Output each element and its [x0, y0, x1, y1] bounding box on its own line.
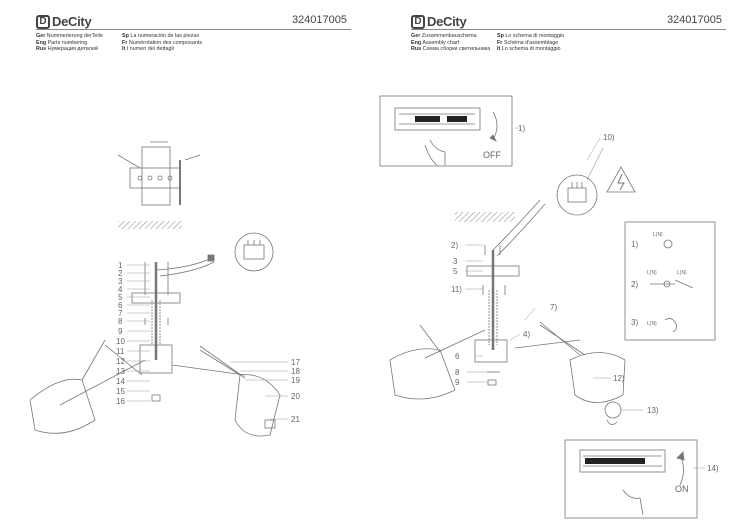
legend-line: Sp La numeración de las piezas	[122, 33, 200, 39]
canopy-assembly	[466, 199, 546, 386]
brand-logo: D DeCity	[411, 14, 467, 29]
part-number: 7	[118, 309, 123, 318]
off-label: OFF	[483, 150, 501, 160]
left-shade	[29, 339, 106, 434]
wiring-step-number: 3)	[631, 318, 638, 327]
switch-off-box	[379, 95, 513, 167]
parts-numbering-page: D DeCity 324017005 Ger Nummerierung derT…	[29, 14, 351, 437]
legend-line: Rus Схема сборки светильника	[411, 46, 491, 53]
step-label: 9	[455, 378, 460, 387]
step-label: 6	[455, 352, 460, 361]
wiring-label: L(N)	[653, 232, 663, 238]
right-arm-base	[171, 364, 246, 376]
wiring-label: L(N)	[647, 321, 657, 327]
part-number: 6	[118, 301, 123, 310]
on-label: ON	[675, 484, 689, 494]
part-number: 13	[116, 367, 125, 376]
leader-lines-left	[127, 264, 150, 402]
wiring-panel	[624, 221, 716, 341]
part-number: 4	[118, 285, 123, 294]
part-number: 20	[291, 392, 300, 401]
product-code: 324017005	[291, 14, 347, 26]
part-number: 2	[118, 269, 123, 278]
part-number: 1	[118, 261, 123, 270]
product-code: 324017005	[666, 14, 722, 26]
parts-diagram: 1 2 3 4 5 6 7 8 9 10 11 12 13 14 15 16 1…	[29, 141, 300, 437]
part-number: 18	[291, 367, 300, 376]
legend-line: It Lo schema di montaggio	[497, 46, 561, 53]
switch-on-box	[564, 439, 698, 519]
part-number: 21	[291, 415, 300, 424]
step-label: 11)	[451, 285, 462, 294]
header-divider	[36, 29, 351, 30]
warning-triangle-icon	[606, 166, 636, 193]
legend-line: Fr Numérotation des composants	[122, 39, 203, 46]
part-number: 3	[118, 277, 123, 286]
legend-line: Eng Assembly chart	[411, 39, 460, 46]
logo-text: DeCity	[427, 14, 467, 29]
legend-line: Ger Zusammenbauschema	[411, 33, 477, 39]
part-number: 11	[116, 347, 125, 356]
legend-line: Sp Lo schema di montaggio	[497, 33, 565, 39]
bracket-detail	[117, 141, 201, 206]
part-number: 14	[116, 377, 125, 386]
brand-logo: D DeCity	[36, 14, 92, 29]
step-label: 10)	[603, 133, 615, 142]
legend-line: Eng Parts numbering	[36, 39, 88, 46]
step-label: 2)	[451, 241, 458, 250]
assembly-diagram: 1) OFF 10) 2) 3 5 11) 7) 4) 6 8 9 12) 13…	[379, 95, 719, 519]
part-number: 5	[118, 293, 123, 302]
step-label: 3	[453, 257, 458, 266]
part-number: 9	[118, 327, 123, 336]
logo-mark: D	[36, 14, 50, 29]
legend-line: Rus Нумерация деталей	[36, 46, 98, 53]
step-label: 13)	[647, 406, 659, 415]
connector-bubble	[556, 147, 604, 216]
step-label: 5	[453, 267, 458, 276]
step-label: 12)	[613, 374, 625, 383]
wiring-label: L(N)	[677, 270, 687, 276]
left-arm	[59, 359, 146, 406]
connector-bubble	[234, 232, 274, 272]
part-number: 17	[291, 358, 300, 367]
part-number: 12	[116, 357, 125, 366]
part-number: 19	[291, 376, 300, 385]
logo-mark: D	[411, 14, 425, 29]
left-shade	[389, 324, 456, 400]
wiring-step-number: 2)	[631, 280, 638, 289]
logo-text: DeCity	[52, 14, 92, 29]
header-divider	[411, 29, 726, 30]
legend-line: Fr Schéma d'assemblage	[497, 39, 559, 46]
assembly-chart-page: D DeCity 324017005 Ger Zusammenbauschema…	[375, 0, 750, 530]
part-number: 16	[116, 397, 125, 406]
step-label: 8	[455, 368, 460, 377]
ceiling-hatch	[455, 212, 515, 222]
part-number: 10	[116, 337, 125, 346]
leader-lines-right	[230, 361, 288, 420]
step-label: 14)	[707, 464, 719, 473]
step-label: 4)	[523, 330, 530, 339]
canopy	[131, 254, 215, 402]
ceiling-hatch	[118, 221, 182, 229]
part-number: 15	[116, 387, 125, 396]
part-number: 8	[118, 317, 123, 326]
legend-line: It I numeri dei dettagli	[122, 46, 174, 53]
legend-line: Ger Nummerierung derTeile	[36, 33, 103, 39]
wiring-label: L(N)	[647, 270, 657, 276]
wiring-step-number: 1)	[631, 240, 638, 249]
right-shade	[199, 345, 281, 437]
step-label: 1)	[518, 124, 525, 133]
step-label: 7)	[550, 303, 557, 312]
